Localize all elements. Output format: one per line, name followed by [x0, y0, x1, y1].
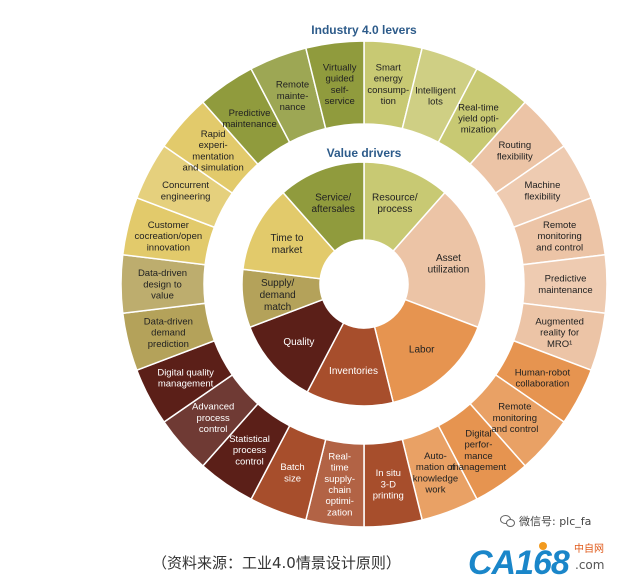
driver-label-inventories: Inventories — [329, 366, 378, 377]
wechat-id: 微信号: plc_fa — [519, 515, 592, 528]
inner-ring-title: Value drivers — [327, 146, 402, 160]
driver-label-quality: Quality — [283, 337, 314, 348]
source-caption: （资料来源：工业4.0情景设计原则） — [152, 554, 401, 572]
wechat-watermark: 微信号: plc_fa — [500, 513, 591, 529]
logo-chinese-name: 中自网 — [574, 544, 604, 555]
lever-segment-virtually-guided-self-service — [304, 40, 365, 130]
wechat-icon — [500, 515, 515, 527]
logo-domain: .com — [575, 558, 605, 572]
driver-label-resource-process: Resource/process — [372, 192, 418, 215]
logo-text: CA168 — [468, 544, 570, 582]
outer-ring-title: Industry 4.0 levers — [311, 23, 417, 37]
driver-label-labor: Labor — [409, 345, 435, 356]
site-logo: CA168 中自网 .com — [468, 536, 636, 582]
logo-dot-icon — [539, 542, 547, 550]
inner-ring-value-drivers — [241, 161, 487, 407]
driver-label-service-aftersales: Service/aftersales — [311, 192, 354, 215]
outer-ring-industry-levers — [120, 40, 608, 528]
center-hole — [320, 240, 408, 328]
